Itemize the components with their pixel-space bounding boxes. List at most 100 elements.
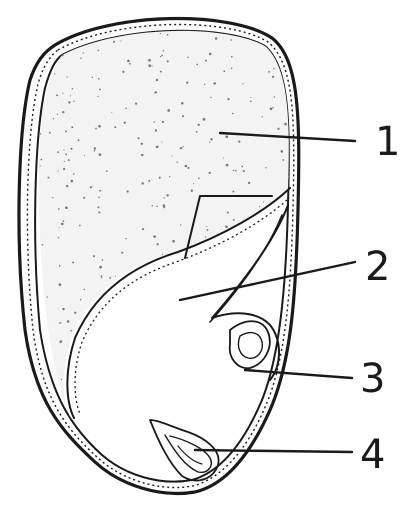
speckle-dot <box>42 244 44 246</box>
speckle-dot <box>206 377 207 378</box>
speckle-dot <box>178 290 180 292</box>
speckle-dot <box>239 426 240 427</box>
speckle-dot <box>205 236 206 237</box>
speckle-dot <box>79 225 81 227</box>
speckle-dot <box>151 205 152 206</box>
speckle-dot <box>73 173 74 174</box>
speckle-dot <box>180 224 181 225</box>
speckle-dot <box>231 68 233 70</box>
speckle-dot <box>48 177 50 179</box>
speckle-dot <box>102 306 103 307</box>
speckle-dot <box>60 322 62 324</box>
speckle-dot <box>235 340 236 341</box>
speckle-dot <box>35 120 38 123</box>
speckle-dot <box>99 190 101 192</box>
speckle-dot <box>156 79 158 81</box>
speckle-dot <box>185 286 187 288</box>
speckle-dot <box>52 197 53 198</box>
speckle-dot <box>265 408 267 410</box>
speckle-dot <box>276 323 279 326</box>
speckle-dot <box>95 325 97 327</box>
speckle-dot <box>94 150 96 152</box>
speckle-dot <box>156 406 158 408</box>
speckle-dot <box>35 110 37 112</box>
speckle-dot <box>101 277 102 278</box>
speckle-dot <box>250 97 251 98</box>
endosperm-region <box>39 31 289 420</box>
speckle-dot <box>223 157 224 158</box>
speckle-dot <box>102 381 104 383</box>
speckle-dot <box>180 147 182 149</box>
speckle-dot <box>210 401 211 402</box>
speckle-dot <box>98 197 100 199</box>
speckle-dot <box>222 264 225 267</box>
speckle-dot <box>111 112 112 113</box>
speckle-dot <box>208 311 209 312</box>
speckle-dot <box>59 283 62 286</box>
speckle-dot <box>58 208 60 210</box>
speckle-dot <box>209 172 211 174</box>
speckle-dot <box>165 282 166 283</box>
speckle-dot <box>94 147 96 149</box>
speckle-dot <box>213 267 214 268</box>
speckle-dot <box>125 108 127 110</box>
speckle-dot <box>183 395 184 396</box>
speckle-dot <box>70 180 73 183</box>
speckle-dot <box>38 344 40 346</box>
leader-line-2 <box>180 262 355 300</box>
speckle-dot <box>64 161 65 162</box>
speckle-dot <box>159 177 161 179</box>
speckle-dot <box>120 40 121 41</box>
speckle-dot <box>115 360 118 363</box>
speckle-dot <box>38 338 40 340</box>
speckle-dot <box>262 116 263 117</box>
epicotyl-outline <box>230 321 270 368</box>
speckle-dot <box>37 262 39 264</box>
label-1: 1 <box>375 119 400 165</box>
speckle-dot <box>290 290 292 292</box>
speckle-dot <box>241 166 243 168</box>
speckle-dot <box>277 128 279 130</box>
speckle-dot <box>186 82 188 84</box>
speckle-dot <box>268 251 270 253</box>
speckle-dot <box>202 405 203 406</box>
speckle-dot <box>272 76 274 78</box>
speckle-dot <box>172 240 175 243</box>
speckle-dot <box>231 56 233 58</box>
speckle-dot <box>185 165 188 168</box>
speckle-dot <box>282 159 284 161</box>
speckle-dot <box>97 206 99 208</box>
speckle-dot <box>62 93 63 94</box>
speckle-dot <box>81 367 83 369</box>
speckle-dot <box>63 150 64 151</box>
speckle-dot <box>97 96 98 97</box>
speckle-dot <box>163 50 165 52</box>
speckle-dot <box>35 420 37 422</box>
speckle-dot <box>164 391 166 393</box>
speckle-dot <box>290 214 291 215</box>
speckle-dot <box>78 139 80 141</box>
speckle-dot <box>291 208 292 209</box>
speckle-dot <box>159 316 161 318</box>
speckle-dot <box>96 318 98 320</box>
speckle-dot <box>264 218 265 219</box>
speckle-dot <box>99 153 102 156</box>
speckle-dot <box>54 73 55 74</box>
speckle-dot <box>231 262 233 264</box>
speckle-dot <box>239 314 242 317</box>
speckle-dot <box>57 151 59 153</box>
speckle-dot <box>187 335 189 337</box>
speckle-dot <box>92 185 93 186</box>
speckle-dot <box>156 409 158 411</box>
speckle-dot <box>148 59 151 62</box>
speckle-dot <box>263 201 264 202</box>
speckle-dot <box>208 413 211 416</box>
speckle-dot <box>227 212 229 214</box>
speckle-dot <box>248 182 250 184</box>
speckle-dot <box>227 98 229 100</box>
speckle-dot <box>152 66 153 67</box>
speckle-dot <box>106 403 109 406</box>
speckle-dot <box>53 31 55 33</box>
speckle-dot <box>137 137 139 139</box>
epicotyl-inner <box>238 333 262 359</box>
